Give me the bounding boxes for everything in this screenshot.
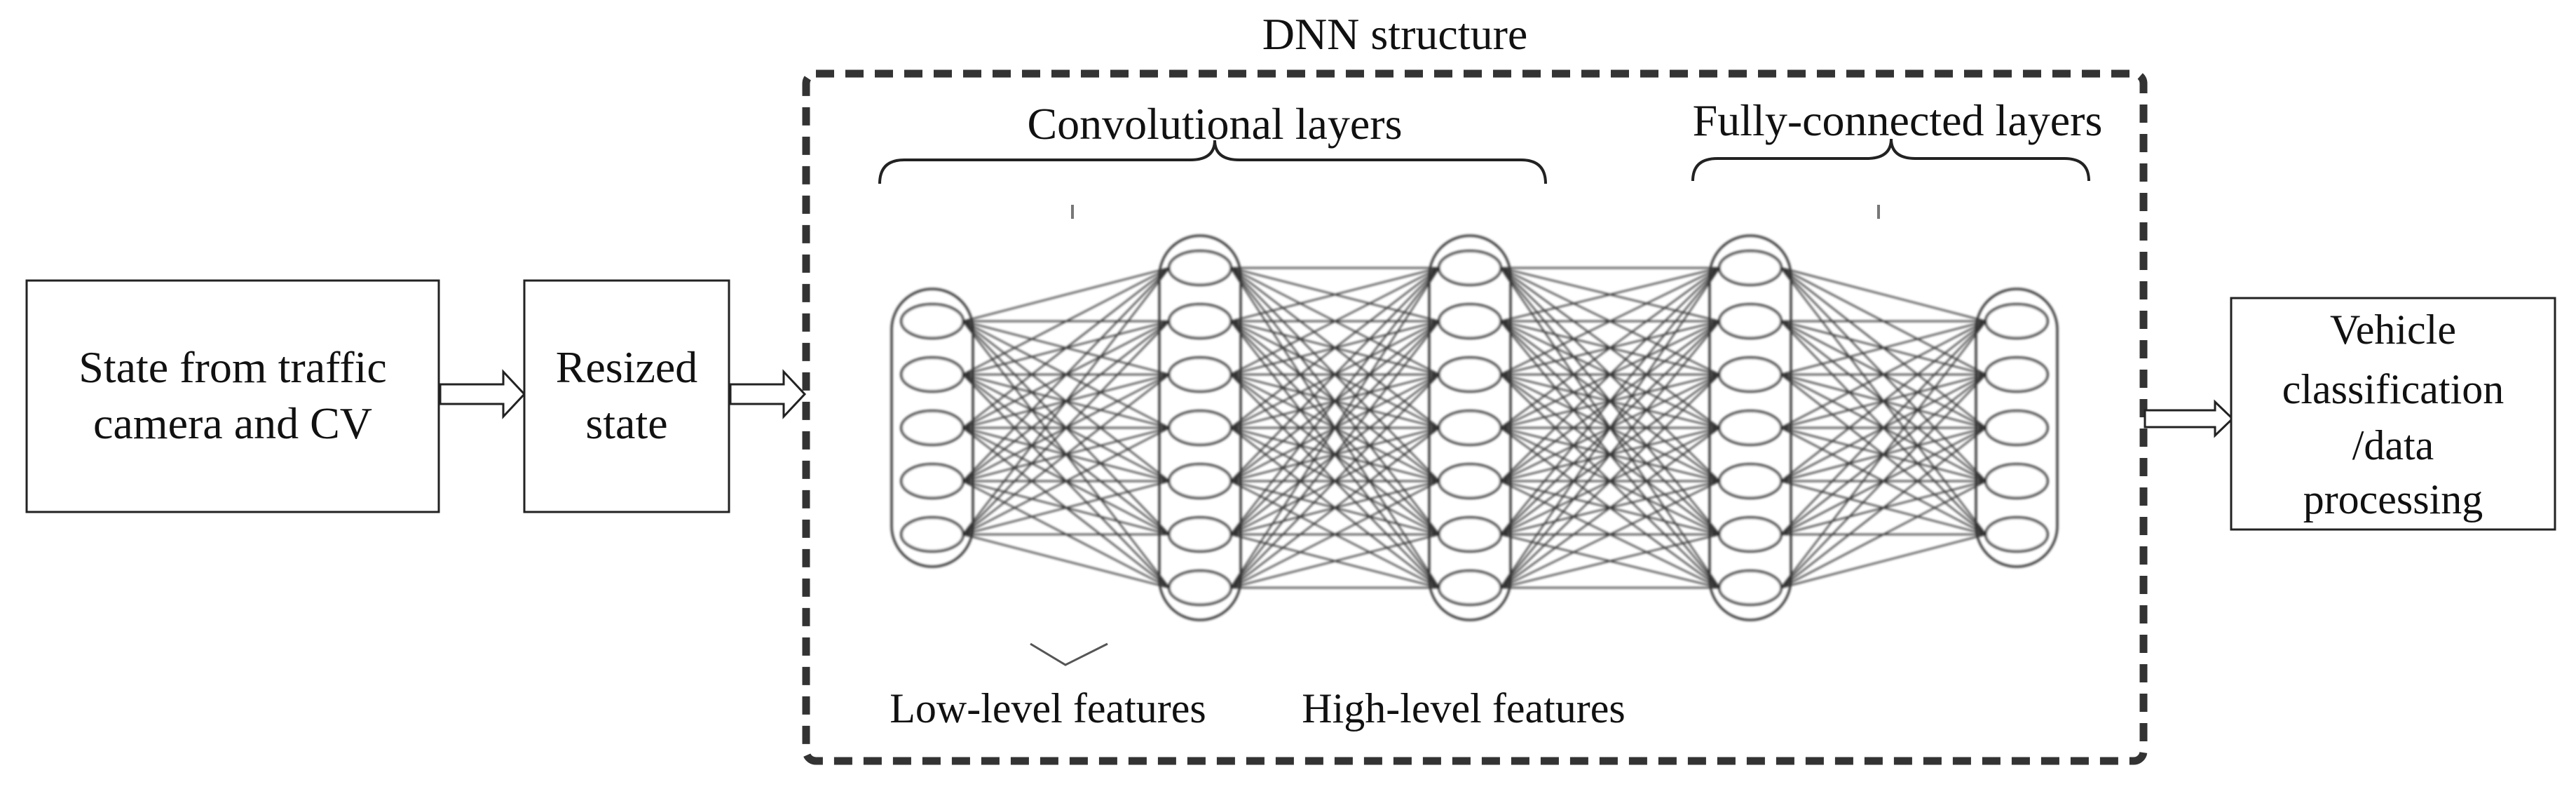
- node-5-2: [1984, 356, 2049, 393]
- node-1-4: [900, 463, 965, 499]
- edge-2-5-1: [1230, 267, 1440, 482]
- node-3-4: [1438, 410, 1502, 446]
- output-box: [2230, 297, 2556, 531]
- node-1-1: [900, 303, 965, 339]
- edge-4-1-1: [1780, 267, 1986, 323]
- edge-4-7-3: [1780, 427, 1986, 588]
- edge-3-3-1: [1500, 267, 1720, 375]
- edge-1-3-1: [962, 267, 1170, 429]
- edge-3-5-1: [1500, 267, 1720, 482]
- edge-3-6-1: [1500, 267, 1720, 535]
- edge-2-2-1: [1230, 267, 1440, 323]
- fc-layers-brace: [1691, 138, 2090, 182]
- edge-4-6-1: [1780, 321, 1986, 535]
- edge-4-7-2: [1780, 374, 1986, 588]
- edge-1-5-5: [962, 480, 1170, 536]
- output-box-line-2: classification: [2282, 366, 2505, 412]
- edge-3-7-5: [1500, 480, 1720, 588]
- high-level-features-label: High-level features: [1302, 685, 1625, 731]
- edge-2-4-1: [1230, 267, 1440, 429]
- node-5-4: [1984, 463, 2049, 499]
- conv-layers-brace: [878, 140, 1547, 184]
- node-2-3: [1168, 356, 1232, 393]
- edge-3-7-3: [1500, 374, 1720, 588]
- edge-3-7-1: [1500, 267, 1720, 588]
- edge-3-7-2: [1500, 321, 1720, 588]
- edge-1-5-3: [962, 374, 1170, 535]
- node-2-7: [1168, 569, 1232, 606]
- edge-4-3-1: [1780, 320, 1986, 376]
- low-level-features-label: Low-level features: [890, 685, 1206, 731]
- node-3-5: [1438, 463, 1502, 499]
- resized-box-line-2: state: [585, 398, 667, 448]
- node-5-5: [1984, 516, 2049, 553]
- node-2-4: [1168, 410, 1232, 446]
- edge-4-4-1: [1780, 321, 1986, 429]
- output-box-line-1: Vehicle: [2330, 306, 2456, 353]
- hollow-arrow-2: [729, 369, 807, 419]
- edge-1-1-1: [962, 267, 1170, 323]
- node-1-2: [900, 356, 965, 393]
- edge-2-7-3: [1230, 374, 1440, 588]
- node-4-4: [1718, 410, 1783, 446]
- edge-3-7-6: [1500, 533, 1720, 589]
- node-2-6: [1168, 516, 1232, 553]
- edge-4-7-4: [1780, 480, 1986, 588]
- node-4-3: [1718, 356, 1783, 393]
- node-1-3: [900, 410, 965, 446]
- v-mark: [1030, 642, 1108, 666]
- node-5-3: [1984, 410, 2049, 446]
- fc-layers-label: Fully-connected layers: [1693, 95, 2103, 145]
- edge-2-7-4: [1230, 427, 1440, 588]
- output-box-line-4: processing: [2303, 476, 2483, 522]
- edge-2-7-1: [1230, 267, 1440, 588]
- input-box-line-1: State from traffic: [79, 342, 387, 392]
- node-5-1: [1984, 303, 2049, 339]
- hollow-arrow-3: [2144, 399, 2235, 438]
- node-4-1: [1718, 250, 1783, 286]
- node-3-2: [1438, 303, 1502, 339]
- node-2-2: [1168, 303, 1232, 339]
- node-3-1: [1438, 250, 1502, 286]
- dnn-dashed-border: [802, 69, 2148, 765]
- edge-2-6-1: [1230, 267, 1440, 535]
- edge-4-7-5: [1780, 533, 1986, 589]
- resized-box: [523, 279, 730, 513]
- neural-network: [890, 234, 2059, 621]
- edge-2-3-1: [1230, 267, 1440, 375]
- node-3-7: [1438, 569, 1502, 606]
- edge-2-7-5: [1230, 480, 1440, 588]
- dnn-structure-title: DNN structure: [1262, 9, 1528, 59]
- edge-2-7-2: [1230, 321, 1440, 588]
- node-4-6: [1718, 516, 1783, 553]
- edge-1-5-1: [962, 267, 1170, 535]
- node-2-1: [1168, 250, 1232, 286]
- input-box: [25, 279, 440, 513]
- output-box-line-3: /data: [2352, 422, 2434, 468]
- node-1-5: [900, 516, 965, 553]
- node-3-6: [1438, 516, 1502, 553]
- edge-1-5-7: [962, 533, 1170, 589]
- edge-4-5-1: [1780, 321, 1986, 482]
- node-2-5: [1168, 463, 1232, 499]
- node-4-5: [1718, 463, 1783, 499]
- edge-2-7-6: [1230, 533, 1440, 589]
- input-box-line-2: camera and CV: [93, 398, 372, 448]
- resized-box-line-1: Resized: [556, 342, 698, 392]
- node-4-7: [1718, 569, 1783, 606]
- edge-1-5-4: [962, 427, 1170, 535]
- node-4-2: [1718, 303, 1783, 339]
- edge-4-7-1: [1780, 321, 1986, 588]
- edge-1-4-1: [962, 267, 1170, 482]
- node-3-3: [1438, 356, 1502, 393]
- edge-1-5-2: [962, 321, 1170, 535]
- edge-3-2-1: [1500, 267, 1720, 323]
- hollow-arrow-1: [439, 369, 526, 419]
- edge-3-7-4: [1500, 427, 1720, 588]
- edge-3-4-1: [1500, 267, 1720, 429]
- edge-1-2-1: [962, 267, 1170, 375]
